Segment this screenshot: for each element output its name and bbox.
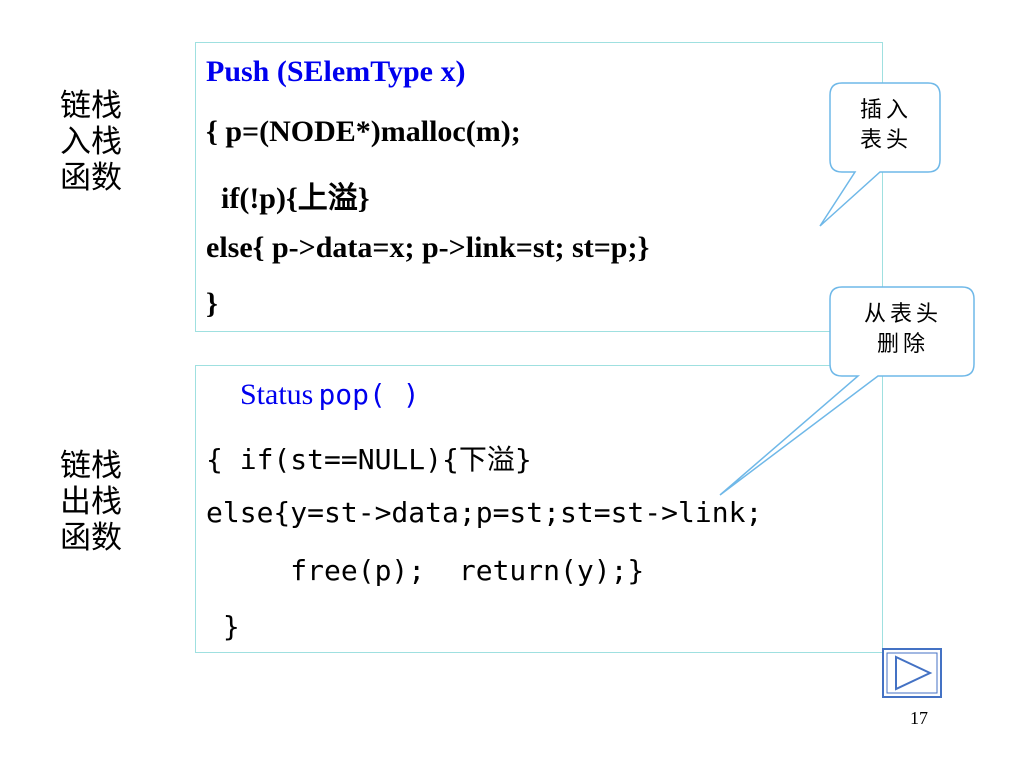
pop-callout-text: 从表头 删除 (832, 300, 974, 360)
play-triangle-icon (882, 648, 942, 698)
push-side-label: 链栈 入栈 函数 (60, 88, 150, 196)
pop-signature-name: pop( ) (318, 378, 420, 411)
push-code-line: { p=(NODE*)malloc(m); (206, 115, 521, 148)
push-side-label-line: 入栈 (60, 124, 122, 160)
page-number: 17 (910, 708, 928, 728)
push-code-line: if(!p){上溢} (206, 182, 370, 215)
push-callout-line: 表头 (859, 128, 912, 153)
pop-signature: Status pop( ) (240, 378, 420, 412)
push-code-box: Push (SElemType x) { p=(NODE*)malloc(m);… (195, 42, 883, 332)
pop-callout-line: 从表头 (863, 302, 942, 327)
pop-code-line: } (206, 610, 240, 643)
push-signature: Push (SElemType x) (206, 55, 466, 88)
push-callout-text: 插入 表头 (832, 96, 940, 156)
pop-code-box: Status pop( ) { if(st==NULL){下溢} else{y=… (195, 365, 883, 653)
pop-side-label: 链栈 出栈 函数 (60, 448, 150, 556)
push-code-line: } (206, 287, 218, 320)
pop-side-label-line: 函数 (60, 520, 122, 556)
push-callout-line: 插入 (859, 98, 912, 123)
pop-signature-keyword: Status (240, 378, 314, 411)
push-side-label-line: 函数 (60, 160, 122, 196)
push-code-line: else{ p->data=x; p->link=st; st=p;} (206, 231, 650, 264)
pop-code-line: else{y=st->data;p=st;st=st->link; (206, 496, 763, 529)
pop-side-label-line: 链栈 (60, 448, 122, 484)
next-slide-button[interactable] (882, 648, 942, 698)
pop-side-label-line: 出栈 (60, 484, 122, 520)
pop-code-line: free(p); return(y);} (206, 554, 645, 587)
pop-code-line: { if(st==NULL){下溢} (206, 443, 532, 476)
pop-callout-line: 删除 (876, 332, 929, 357)
push-side-label-line: 链栈 (60, 88, 122, 124)
